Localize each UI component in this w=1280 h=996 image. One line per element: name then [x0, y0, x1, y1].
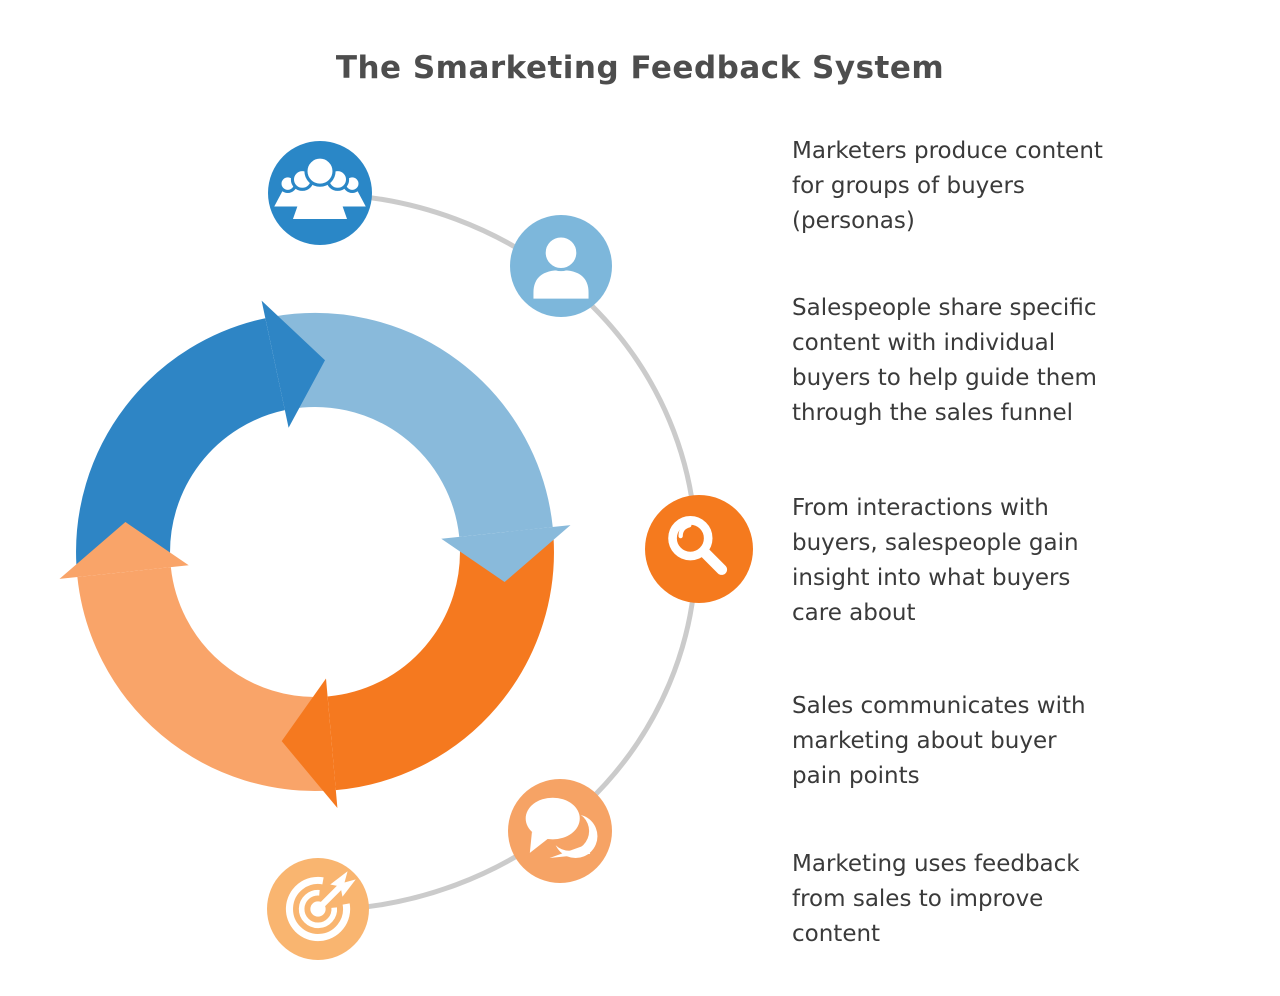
chat-bubble-right-tail [549, 844, 591, 859]
target-outer-ring [285, 876, 351, 942]
audience-body-center [292, 183, 348, 219]
chat-icon [508, 779, 612, 883]
segment-bottom-right-arc [326, 535, 554, 791]
step-text-marketers-produce: Marketers produce content for groups of … [792, 134, 1192, 239]
step-line: Marketers produce content [792, 138, 1103, 164]
person-head [542, 234, 580, 272]
target-icon [267, 858, 369, 960]
step-line: Salespeople share specific [792, 295, 1097, 321]
arrowhead-right [441, 525, 571, 582]
chat-bubble-left-tail [529, 832, 549, 853]
step-line: Sales communicates with [792, 693, 1086, 719]
arrowhead-left [59, 522, 189, 579]
page-title: The Smarketing Feedback System [335, 50, 945, 86]
step-line: for groups of buyers [792, 173, 1025, 199]
step-line: From interactions with [792, 495, 1049, 521]
step-line: content with individual [792, 330, 1056, 356]
step-line: buyers, salespeople gain [792, 530, 1079, 556]
dart-shaft [314, 882, 345, 913]
arrowhead-bottom [281, 678, 338, 808]
chat-bubble-left [525, 797, 580, 840]
segment-top-right-arc [273, 312, 553, 538]
arrowhead-top [261, 300, 325, 428]
magnifier-highlight [678, 523, 692, 539]
step-line: from sales to improve [792, 886, 1044, 912]
person-body [533, 270, 589, 299]
step-text-interactions-insight: From interactions with buyers, salespeop… [792, 491, 1192, 631]
segment-bottom-left-arc [77, 566, 332, 791]
step-line: content [792, 921, 881, 947]
step-line: Marketing uses feedback [792, 851, 1080, 877]
step-line: pain points [792, 763, 920, 789]
step-text-marketing-feedback: Marketing uses feedback from sales to im… [792, 847, 1192, 952]
step-line: through the sales funnel [792, 400, 1074, 426]
audience-head-center [304, 155, 336, 187]
step-line: care about [792, 600, 916, 626]
person-icon [510, 215, 612, 317]
magnifier-handle [700, 547, 728, 575]
segment-top-left-arc [76, 318, 286, 565]
audience-icon [268, 141, 372, 245]
step-line: buyers to help guide them [792, 365, 1097, 391]
dart-fletching [330, 871, 356, 897]
magnifier-icon [645, 495, 753, 603]
magnifier-lens [668, 516, 713, 561]
step-line: marketing about buyer [792, 728, 1057, 754]
step-text-sales-communicates: Sales communicates with marketing about … [792, 689, 1192, 794]
step-text-salespeople-share: Salespeople share specific content with … [792, 291, 1192, 431]
step-line: insight into what buyers [792, 565, 1071, 591]
target-inner-ring [298, 889, 338, 929]
step-line: (personas) [792, 208, 915, 234]
